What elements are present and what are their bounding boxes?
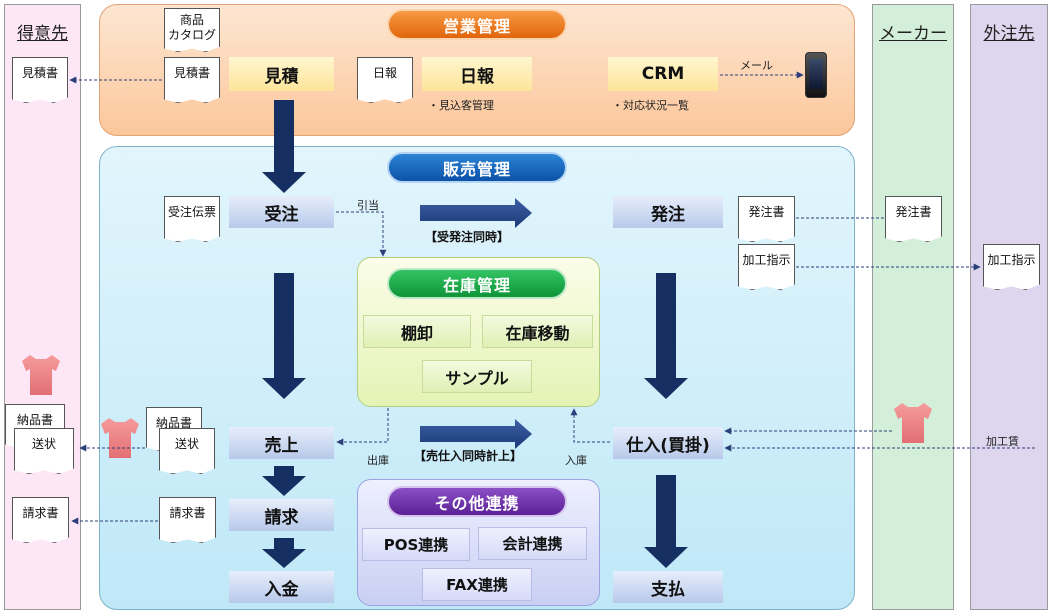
invoice-slip-doc: 送状 bbox=[159, 428, 215, 474]
estimate-doc: 見積書 bbox=[164, 57, 220, 103]
payment-out-box[interactable]: 支払 bbox=[613, 571, 723, 603]
sample-box[interactable]: サンプル bbox=[422, 360, 532, 393]
note-prospects: ・見込客管理 bbox=[428, 99, 494, 112]
customer-column-title: 得意先 bbox=[17, 24, 68, 44]
processing-doc-outsource: 加工指示 bbox=[983, 244, 1040, 290]
outsource-column: 外注先 bbox=[970, 4, 1048, 610]
order-slip-doc: 受注伝票 bbox=[164, 196, 220, 242]
allocate-label: 引当 bbox=[357, 199, 379, 212]
maker-column: メーカー bbox=[872, 4, 954, 610]
outsource-column-title: 外注先 bbox=[983, 24, 1035, 44]
maker-column-title: メーカー bbox=[879, 24, 947, 44]
sync-sales-label: 【売仕入同時計上】 bbox=[414, 449, 523, 463]
payment-in-box[interactable]: 入金 bbox=[229, 571, 334, 603]
invoice-doc: 請求書 bbox=[159, 497, 216, 543]
billing-box[interactable]: 請求 bbox=[229, 499, 334, 531]
pos-box[interactable]: POS連携 bbox=[362, 528, 470, 561]
shipping-label: 出庫 bbox=[367, 454, 389, 467]
fax-box[interactable]: FAX連携 bbox=[422, 568, 532, 601]
sales-mgmt-title: 営業管理 bbox=[387, 9, 567, 40]
purchase-box[interactable]: 仕入(買掛) bbox=[613, 427, 723, 459]
catalog-doc: 商品 カタログ bbox=[164, 8, 220, 52]
phone-icon bbox=[805, 52, 827, 98]
estimate-doc-customer: 見積書 bbox=[12, 57, 68, 103]
daily-doc: 日報 bbox=[357, 57, 413, 103]
sync-order-label: 【受発注同時】 bbox=[425, 230, 510, 244]
order-received-box[interactable]: 受注 bbox=[229, 196, 334, 228]
invoice-doc-customer: 請求書 bbox=[12, 497, 69, 543]
mail-label: メール bbox=[740, 59, 773, 72]
stocktake-box[interactable]: 棚卸 bbox=[363, 315, 471, 348]
estimate-box[interactable]: 見積 bbox=[229, 57, 334, 91]
sales-box[interactable]: 売上 bbox=[229, 427, 334, 459]
transfer-box[interactable]: 在庫移動 bbox=[482, 315, 593, 348]
other-title: その他連携 bbox=[387, 486, 567, 517]
inventory-title: 在庫管理 bbox=[387, 268, 567, 299]
processing-cost-label: 加工賃 bbox=[986, 435, 1019, 448]
receiving-label: 入庫 bbox=[565, 454, 587, 467]
accounting-box[interactable]: 会計連携 bbox=[478, 527, 587, 560]
invoice-slip-doc-customer: 送状 bbox=[14, 428, 74, 474]
processing-doc: 加工指示 bbox=[738, 244, 795, 290]
order-placed-box[interactable]: 発注 bbox=[613, 196, 723, 228]
daily-report-box[interactable]: 日報 bbox=[422, 57, 532, 91]
po-doc-maker: 発注書 bbox=[885, 196, 942, 242]
sales-title: 販売管理 bbox=[387, 152, 567, 183]
po-doc: 発注書 bbox=[738, 196, 795, 242]
crm-box[interactable]: CRM bbox=[608, 57, 718, 91]
note-status: ・対応状況一覧 bbox=[612, 99, 689, 112]
